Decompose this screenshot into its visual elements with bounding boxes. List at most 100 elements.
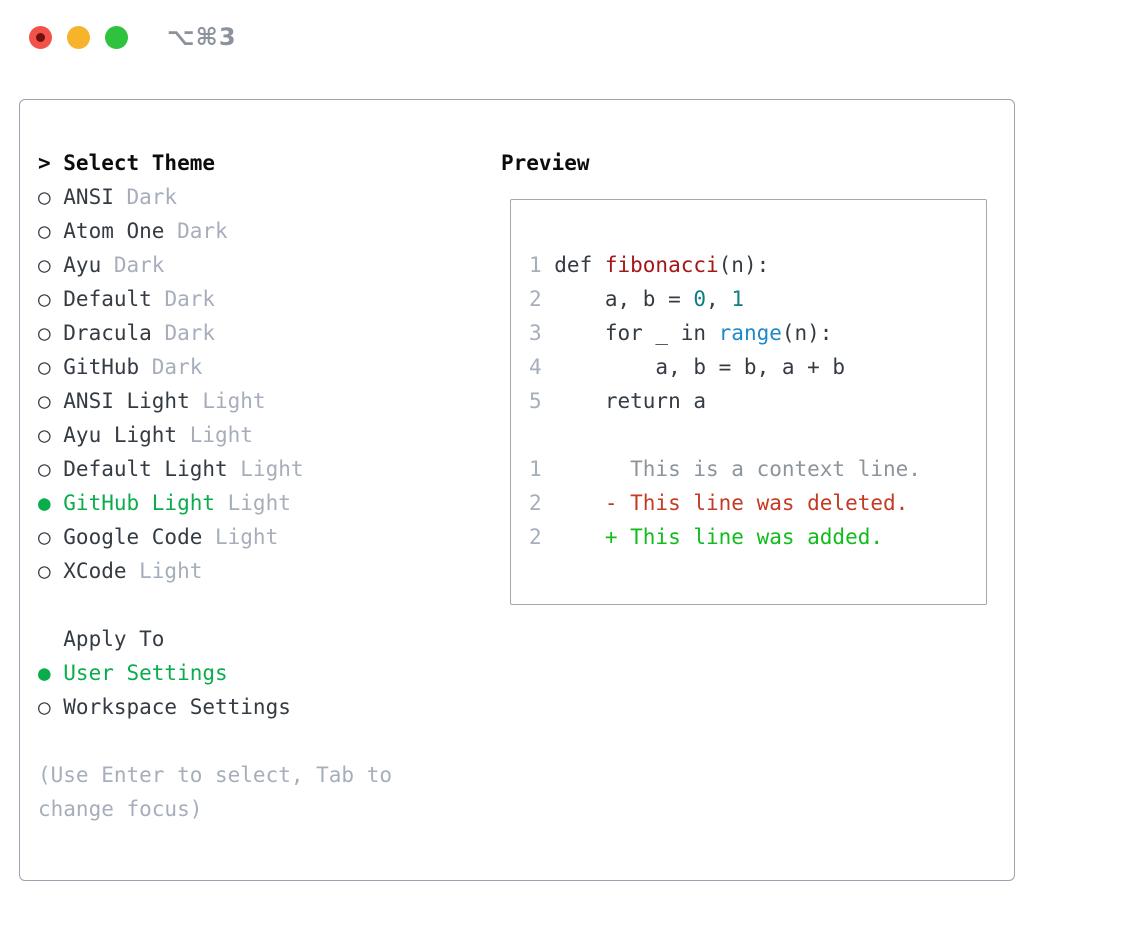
- line-number: 5: [529, 389, 542, 413]
- theme-option-atom-one-dark[interactable]: ○ Atom One Dark: [38, 214, 392, 248]
- code-segment: range: [718, 321, 782, 345]
- radio-selected-icon: ●: [38, 661, 51, 685]
- code-segment: ,: [706, 287, 732, 311]
- option-variant: Light: [240, 457, 304, 481]
- option-label: GitHub Light: [63, 491, 215, 515]
- code-segment: for _ in: [554, 321, 719, 345]
- option-label: GitHub: [63, 355, 140, 379]
- blank-line: [38, 588, 392, 622]
- theme-option-ansi-light[interactable]: ○ ANSI Light Light: [38, 384, 392, 418]
- tab-shortcut-label: ⌥⌘3: [167, 23, 237, 51]
- option-variant: Dark: [113, 253, 165, 277]
- radio-unselected-icon: ○: [38, 559, 51, 583]
- apply-to-heading: Apply To: [38, 622, 392, 656]
- code-segment: (n):: [781, 321, 833, 345]
- code-line: 2 a, b = 0, 1: [529, 282, 986, 316]
- option-variant: Light: [215, 525, 279, 549]
- diff-text: - This line was deleted.: [554, 491, 909, 515]
- line-number: 1: [529, 457, 542, 481]
- line-number: 2: [529, 287, 542, 311]
- radio-unselected-icon: ○: [38, 287, 51, 311]
- theme-option-xcode[interactable]: ○ XCode Light: [38, 554, 392, 588]
- prompt-icon: >: [38, 151, 51, 175]
- radio-unselected-icon: ○: [38, 695, 51, 719]
- radio-unselected-icon: ○: [38, 219, 51, 243]
- line-number: 2: [529, 491, 542, 515]
- theme-option-ansi-dark[interactable]: ○ ANSI Dark: [38, 180, 392, 214]
- minimize-button[interactable]: [67, 26, 90, 49]
- radio-unselected-icon: ○: [38, 389, 51, 413]
- option-label: Atom One: [63, 219, 165, 243]
- radio-unselected-icon: ○: [38, 355, 51, 379]
- option-variant: Dark: [164, 321, 216, 345]
- option-variant: Light: [189, 423, 253, 447]
- option-label: Default Light: [63, 457, 228, 481]
- code-line: 3 for _ in range(n):: [529, 316, 986, 350]
- preview-title: Preview: [501, 151, 590, 175]
- option-label: Google Code: [63, 525, 203, 549]
- option-label: ANSI: [63, 185, 114, 209]
- code-segment: 1: [731, 287, 744, 311]
- option-label: Ayu Light: [63, 423, 178, 447]
- blank-line: [529, 418, 986, 452]
- line-number: 2: [529, 525, 542, 549]
- option-variant: Light: [227, 491, 291, 515]
- code-segment: def: [554, 253, 605, 277]
- diff-text: + This line was added.: [554, 525, 884, 549]
- diff-added-line: 2 + This line was added.: [529, 520, 986, 554]
- line-number: 4: [529, 355, 542, 379]
- code-line: 5 return a: [529, 384, 986, 418]
- code-segment: return a: [554, 389, 706, 413]
- hint-text-line-1: (Use Enter to select, Tab to: [38, 763, 393, 787]
- theme-option-github-dark[interactable]: ○ GitHub Dark: [38, 350, 392, 384]
- theme-option-default-dark[interactable]: ○ Default Dark: [38, 282, 392, 316]
- option-variant: Light: [139, 559, 203, 583]
- code-segment: 0: [693, 287, 707, 311]
- maximize-button[interactable]: [105, 26, 128, 49]
- line-number: 3: [529, 321, 542, 345]
- option-variant: Dark: [164, 287, 216, 311]
- apply-option-workspace-settings[interactable]: ○ Workspace Settings: [38, 690, 392, 724]
- option-variant: Dark: [177, 219, 228, 243]
- code-line: 4 a, b = b, a + b: [529, 350, 986, 384]
- preview-heading: Preview: [501, 146, 590, 180]
- option-label: Default: [63, 287, 152, 311]
- diff-context-line: 1 This is a context line.: [529, 452, 986, 486]
- select-theme-heading: >Select Theme: [38, 146, 392, 180]
- option-label: Dracula: [63, 321, 152, 345]
- radio-unselected-icon: ○: [38, 321, 51, 345]
- window-titlebar: ⌥⌘3: [0, 0, 1140, 75]
- option-variant: Dark: [151, 355, 203, 379]
- theme-option-ayu-light[interactable]: ○ Ayu Light Light: [38, 418, 392, 452]
- option-label: ANSI Light: [63, 389, 190, 413]
- close-button[interactable]: [29, 26, 52, 49]
- option-variant: Light: [202, 389, 266, 413]
- hint-text-line-2: change focus): [38, 797, 203, 821]
- option-label: Workspace Settings: [63, 695, 291, 719]
- theme-option-dracula-dark[interactable]: ○ Dracula Dark: [38, 316, 392, 350]
- code-segment: (n):: [718, 253, 770, 277]
- option-label: XCode: [63, 559, 127, 583]
- radio-unselected-icon: ○: [38, 253, 51, 277]
- theme-option-github-light[interactable]: ● GitHub Light Light: [38, 486, 392, 520]
- radio-unselected-icon: ○: [38, 185, 51, 209]
- code-segment: fibonacci: [604, 253, 719, 277]
- option-label: User Settings: [63, 661, 228, 685]
- apply-option-user-settings[interactable]: ● User Settings: [38, 656, 392, 690]
- option-variant: Dark: [126, 185, 178, 209]
- code-segment: a, b =: [554, 287, 694, 311]
- apply-to-title: Apply To: [63, 627, 165, 651]
- code-segment: a, b = b, a + b: [554, 355, 846, 379]
- radio-selected-icon: ●: [38, 491, 51, 515]
- diff-deleted-line: 2 - This line was deleted.: [529, 486, 986, 520]
- radio-unselected-icon: ○: [38, 423, 51, 447]
- diff-text: This is a context line.: [554, 457, 921, 481]
